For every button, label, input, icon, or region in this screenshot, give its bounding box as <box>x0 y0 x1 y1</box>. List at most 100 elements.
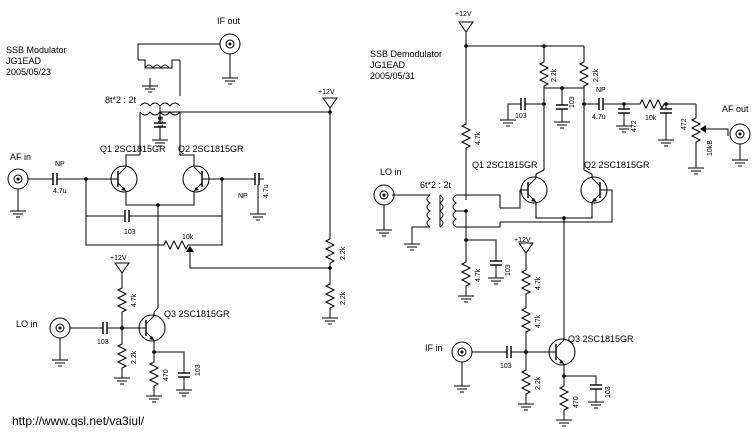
mod-q1-label: Q1 2SC1815GR <box>100 144 166 154</box>
demod-cap-472-b <box>659 103 673 119</box>
demod-r-10k <box>635 99 667 109</box>
demod-cap-103-e-label: 103 <box>605 386 612 398</box>
mod-r-22k-a-label: 2.2k <box>340 246 347 260</box>
demod-r-22k-c <box>521 365 531 397</box>
demod-date: 2005/05/31 <box>370 71 415 81</box>
mod-q3 <box>137 311 166 345</box>
demod-q3-label: Q3 2SC1815GR <box>568 334 634 344</box>
lo-in-label: LO in <box>16 319 38 329</box>
lo-in-connector <box>49 317 71 339</box>
demod-pot <box>691 113 701 145</box>
demod-lo-in-connector <box>373 184 395 206</box>
demod-cap-103-c <box>489 255 503 271</box>
af-out-connector <box>729 123 751 145</box>
modulator-circuit: SSB Modulator JG1EAD 2005/05/23 IF out 8… <box>6 16 347 403</box>
mod-r-47k <box>117 283 127 315</box>
mod-r-470-label: 470 <box>163 369 170 381</box>
mod-transformer-label: 8t*2 : 2t <box>105 95 137 105</box>
mod-r-22k-b <box>325 279 335 311</box>
demod-vcc-b <box>518 242 534 258</box>
demod-title: SSB Demodulator <box>370 49 442 59</box>
mod-r-47k-label: 4.7k <box>131 293 138 307</box>
mod-cap-np2-label: NP <box>238 193 248 200</box>
demod-vcc-a-label: +12V <box>455 11 472 18</box>
demod-r-22k-b <box>579 57 589 89</box>
demod-cap-472-b-label: 472 <box>681 118 688 130</box>
demod-q2 <box>580 173 609 207</box>
demod-vcc-b-label: +12V <box>514 237 531 244</box>
af-in-connector <box>7 168 29 190</box>
demod-q2-label: Q2 2SC1815GR <box>584 160 650 170</box>
if-in-connector <box>451 341 473 363</box>
demod-r-47k-a-label: 4.7k <box>475 131 482 145</box>
mod-cap-np1-label: NP <box>55 161 65 168</box>
demod-r-22k-b-label: 2.2k <box>593 68 600 82</box>
mod-cap-np2-val: 4.7u <box>263 184 270 198</box>
demod-vcc-a <box>458 21 474 37</box>
mod-vcc-b <box>114 262 130 278</box>
demod-r-47k-d <box>521 303 531 335</box>
demod-r-47k-a <box>461 119 471 151</box>
mod-r-22k-c-label: 2.2k <box>131 350 138 364</box>
demod-r-10k-label: 10k <box>645 115 657 122</box>
if-out-connector <box>219 33 241 55</box>
demod-r-470 <box>559 381 569 413</box>
mod-cap-np1 <box>47 172 63 186</box>
demod-cap-103-a-label: 103 <box>515 113 527 120</box>
demod-transformer-label: 6t*2 : 2t <box>420 180 452 190</box>
demod-q1 <box>519 173 548 207</box>
modulator-callsign: JG1EAD <box>6 56 42 66</box>
mod-pot <box>159 240 191 250</box>
mod-cap-lo <box>97 321 113 335</box>
demod-cap-103-b <box>555 99 569 115</box>
demod-cap-np <box>593 97 609 111</box>
demod-cap-472-a-label: 472 <box>631 120 638 132</box>
mod-cap-q3e <box>177 367 191 383</box>
if-in-label: IF in <box>425 343 443 353</box>
demod-cap-103-c-label: 103 <box>505 264 512 276</box>
mod-cap-q3e-label: 103 <box>195 364 202 376</box>
mod-cap-mid <box>119 209 135 223</box>
demod-cap-103-b-label: 103 <box>569 96 576 108</box>
mod-q2-label: Q2 2SC1815GR <box>178 144 244 154</box>
mod-q2 <box>182 162 211 196</box>
source-url[interactable]: http://www.qsl.net/va3iul/ <box>12 414 145 428</box>
demod-q1-label: Q1 2SC1815GR <box>472 160 538 170</box>
af-out-label: AF out <box>722 104 749 114</box>
mod-r-22k-b-label: 2.2k <box>340 291 347 305</box>
mod-q3-label: Q3 2SC1815GR <box>164 309 230 319</box>
mod-vcc-a-label: +12V <box>318 89 335 96</box>
demod-pot-label: 10kB <box>707 140 714 156</box>
demod-r-470-label: 470 <box>573 396 580 408</box>
demod-cap-103-d-label: 103 <box>500 363 512 370</box>
mod-q1 <box>109 162 138 196</box>
mod-pot-label: 10k <box>182 234 194 241</box>
demod-r-22k-c-label: 2.2k <box>535 376 542 390</box>
mod-vcc-a <box>322 97 338 113</box>
demod-cap-np-label: NP <box>596 87 606 94</box>
demod-r-47k-c <box>521 265 531 297</box>
mod-r-470 <box>149 357 159 389</box>
demod-r-47k-b-label: 4.7k <box>475 268 482 282</box>
demod-cap-103-e <box>589 379 603 395</box>
demod-r-22k-a <box>539 57 549 89</box>
mod-r-22k-a <box>325 234 335 266</box>
mod-vcc-b-label: +12V <box>110 255 127 262</box>
demod-r-47k-c-label: 4.7k <box>535 276 542 290</box>
demod-r-47k-d-label: 4.7k <box>535 314 542 328</box>
demod-cap-103-d <box>501 345 517 359</box>
demod-lo-in-label: LO in <box>380 167 402 177</box>
demod-callsign: JG1EAD <box>370 60 406 70</box>
mod-cap-lo-label: 103 <box>97 339 109 346</box>
if-out-label: IF out <box>217 16 241 26</box>
modulator-title: SSB Modulator <box>6 45 67 55</box>
demod-cap-np-val: 4.7u <box>592 114 606 121</box>
modulator-date: 2005/05/23 <box>6 67 51 77</box>
demod-cap-103-a <box>515 97 531 111</box>
demod-r-22k-a-label: 2.2k <box>551 68 558 82</box>
mod-cap-np1-val: 4.7u <box>53 188 67 195</box>
demod-cap-472-a <box>617 103 631 119</box>
demod-r-47k-b <box>461 257 471 289</box>
demodulator-circuit: SSB Demodulator JG1EAD 2005/05/31 +12V 2… <box>370 11 751 427</box>
